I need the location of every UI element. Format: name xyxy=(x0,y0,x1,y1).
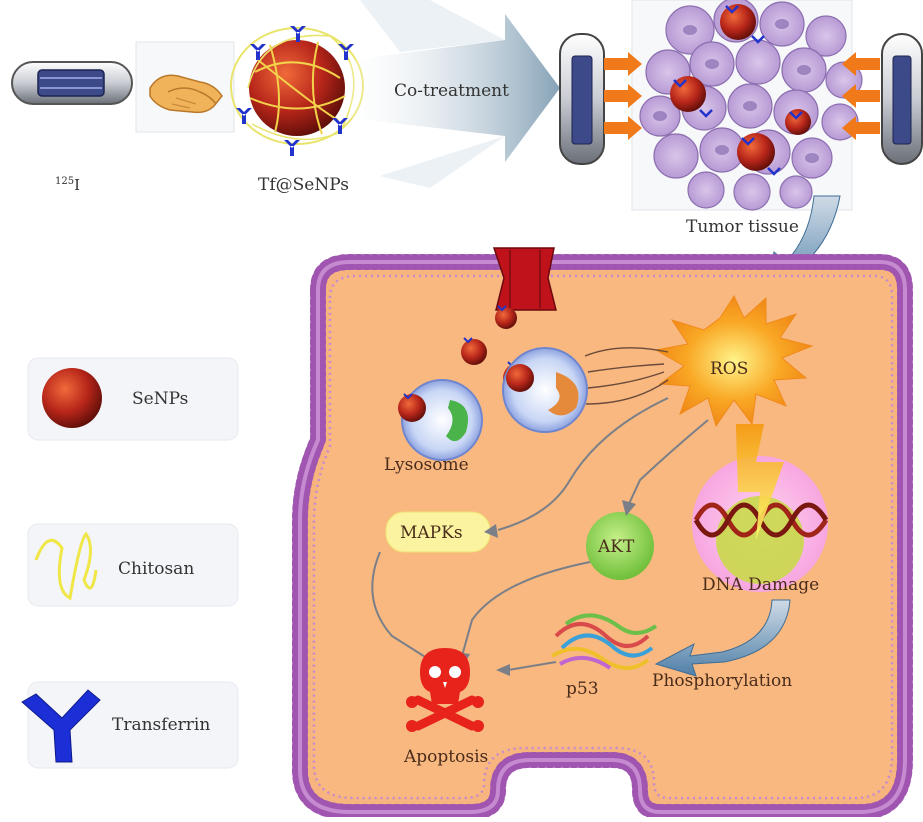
cell: Lysosome ROS DNA Damage xyxy=(292,247,913,820)
chitosan-squiggle-icon xyxy=(34,531,98,601)
lysosome-icon xyxy=(398,379,483,461)
handshake-icon xyxy=(135,41,235,133)
legend-label-transferrin: Transferrin xyxy=(112,715,210,735)
p53-label: p53 xyxy=(566,679,599,699)
ros-burst-icon xyxy=(654,294,814,428)
left-seed-needle-icon xyxy=(559,33,605,165)
right-seed-needle-icon xyxy=(881,33,923,165)
mapks-label: MAPKs xyxy=(400,523,463,543)
apoptosis-label: Apoptosis xyxy=(403,747,488,767)
cotreatment-label: Co-treatment xyxy=(394,81,509,101)
cotreatment-arrow-icon xyxy=(350,0,560,188)
legend-item-chitosan: Chitosan xyxy=(27,523,239,607)
legend-label-chitosan: Chitosan xyxy=(118,559,194,579)
akt-node xyxy=(586,512,654,580)
iodine-label: 125I xyxy=(55,176,80,194)
ros-pathway-arrows xyxy=(497,397,709,531)
tumor-tissue-panel xyxy=(631,0,863,211)
tf-senp-particle-icon xyxy=(230,26,364,156)
p53-protein-icon xyxy=(550,613,658,670)
legend-item-senps: SeNPs xyxy=(27,357,239,441)
skull-icon xyxy=(406,648,484,732)
apoptosis-arrows xyxy=(371,551,591,671)
tissue-label: Tumor tissue xyxy=(686,217,799,237)
legend-label-senps: SeNPs xyxy=(132,389,188,409)
nanoparticle-label: Tf@SeNPs xyxy=(258,175,349,195)
membrane-channel-icon xyxy=(492,247,557,311)
iodine-seed-icon xyxy=(11,61,133,105)
legend-item-transferrin: Transferrin xyxy=(21,681,239,769)
nucleus-dna-icon xyxy=(692,424,829,592)
legend: SeNPs Chitosan Transferrin xyxy=(21,357,239,769)
ros-label: ROS xyxy=(710,359,748,379)
phosphorylation-arrow-icon xyxy=(654,599,791,677)
akt-label: AKT xyxy=(597,537,635,557)
dna-damage-label: DNA Damage xyxy=(702,575,819,595)
lysosome-label: Lysosome xyxy=(384,455,469,475)
radiation-arrows-icon xyxy=(604,52,880,140)
phosphorylation-label: Phosphorylation xyxy=(652,671,792,691)
transferrin-y-icon xyxy=(21,689,101,763)
vesicle-to-ros-connectors xyxy=(584,347,669,405)
endosome-icon xyxy=(502,347,588,433)
senp-sphere-icon xyxy=(42,368,102,428)
